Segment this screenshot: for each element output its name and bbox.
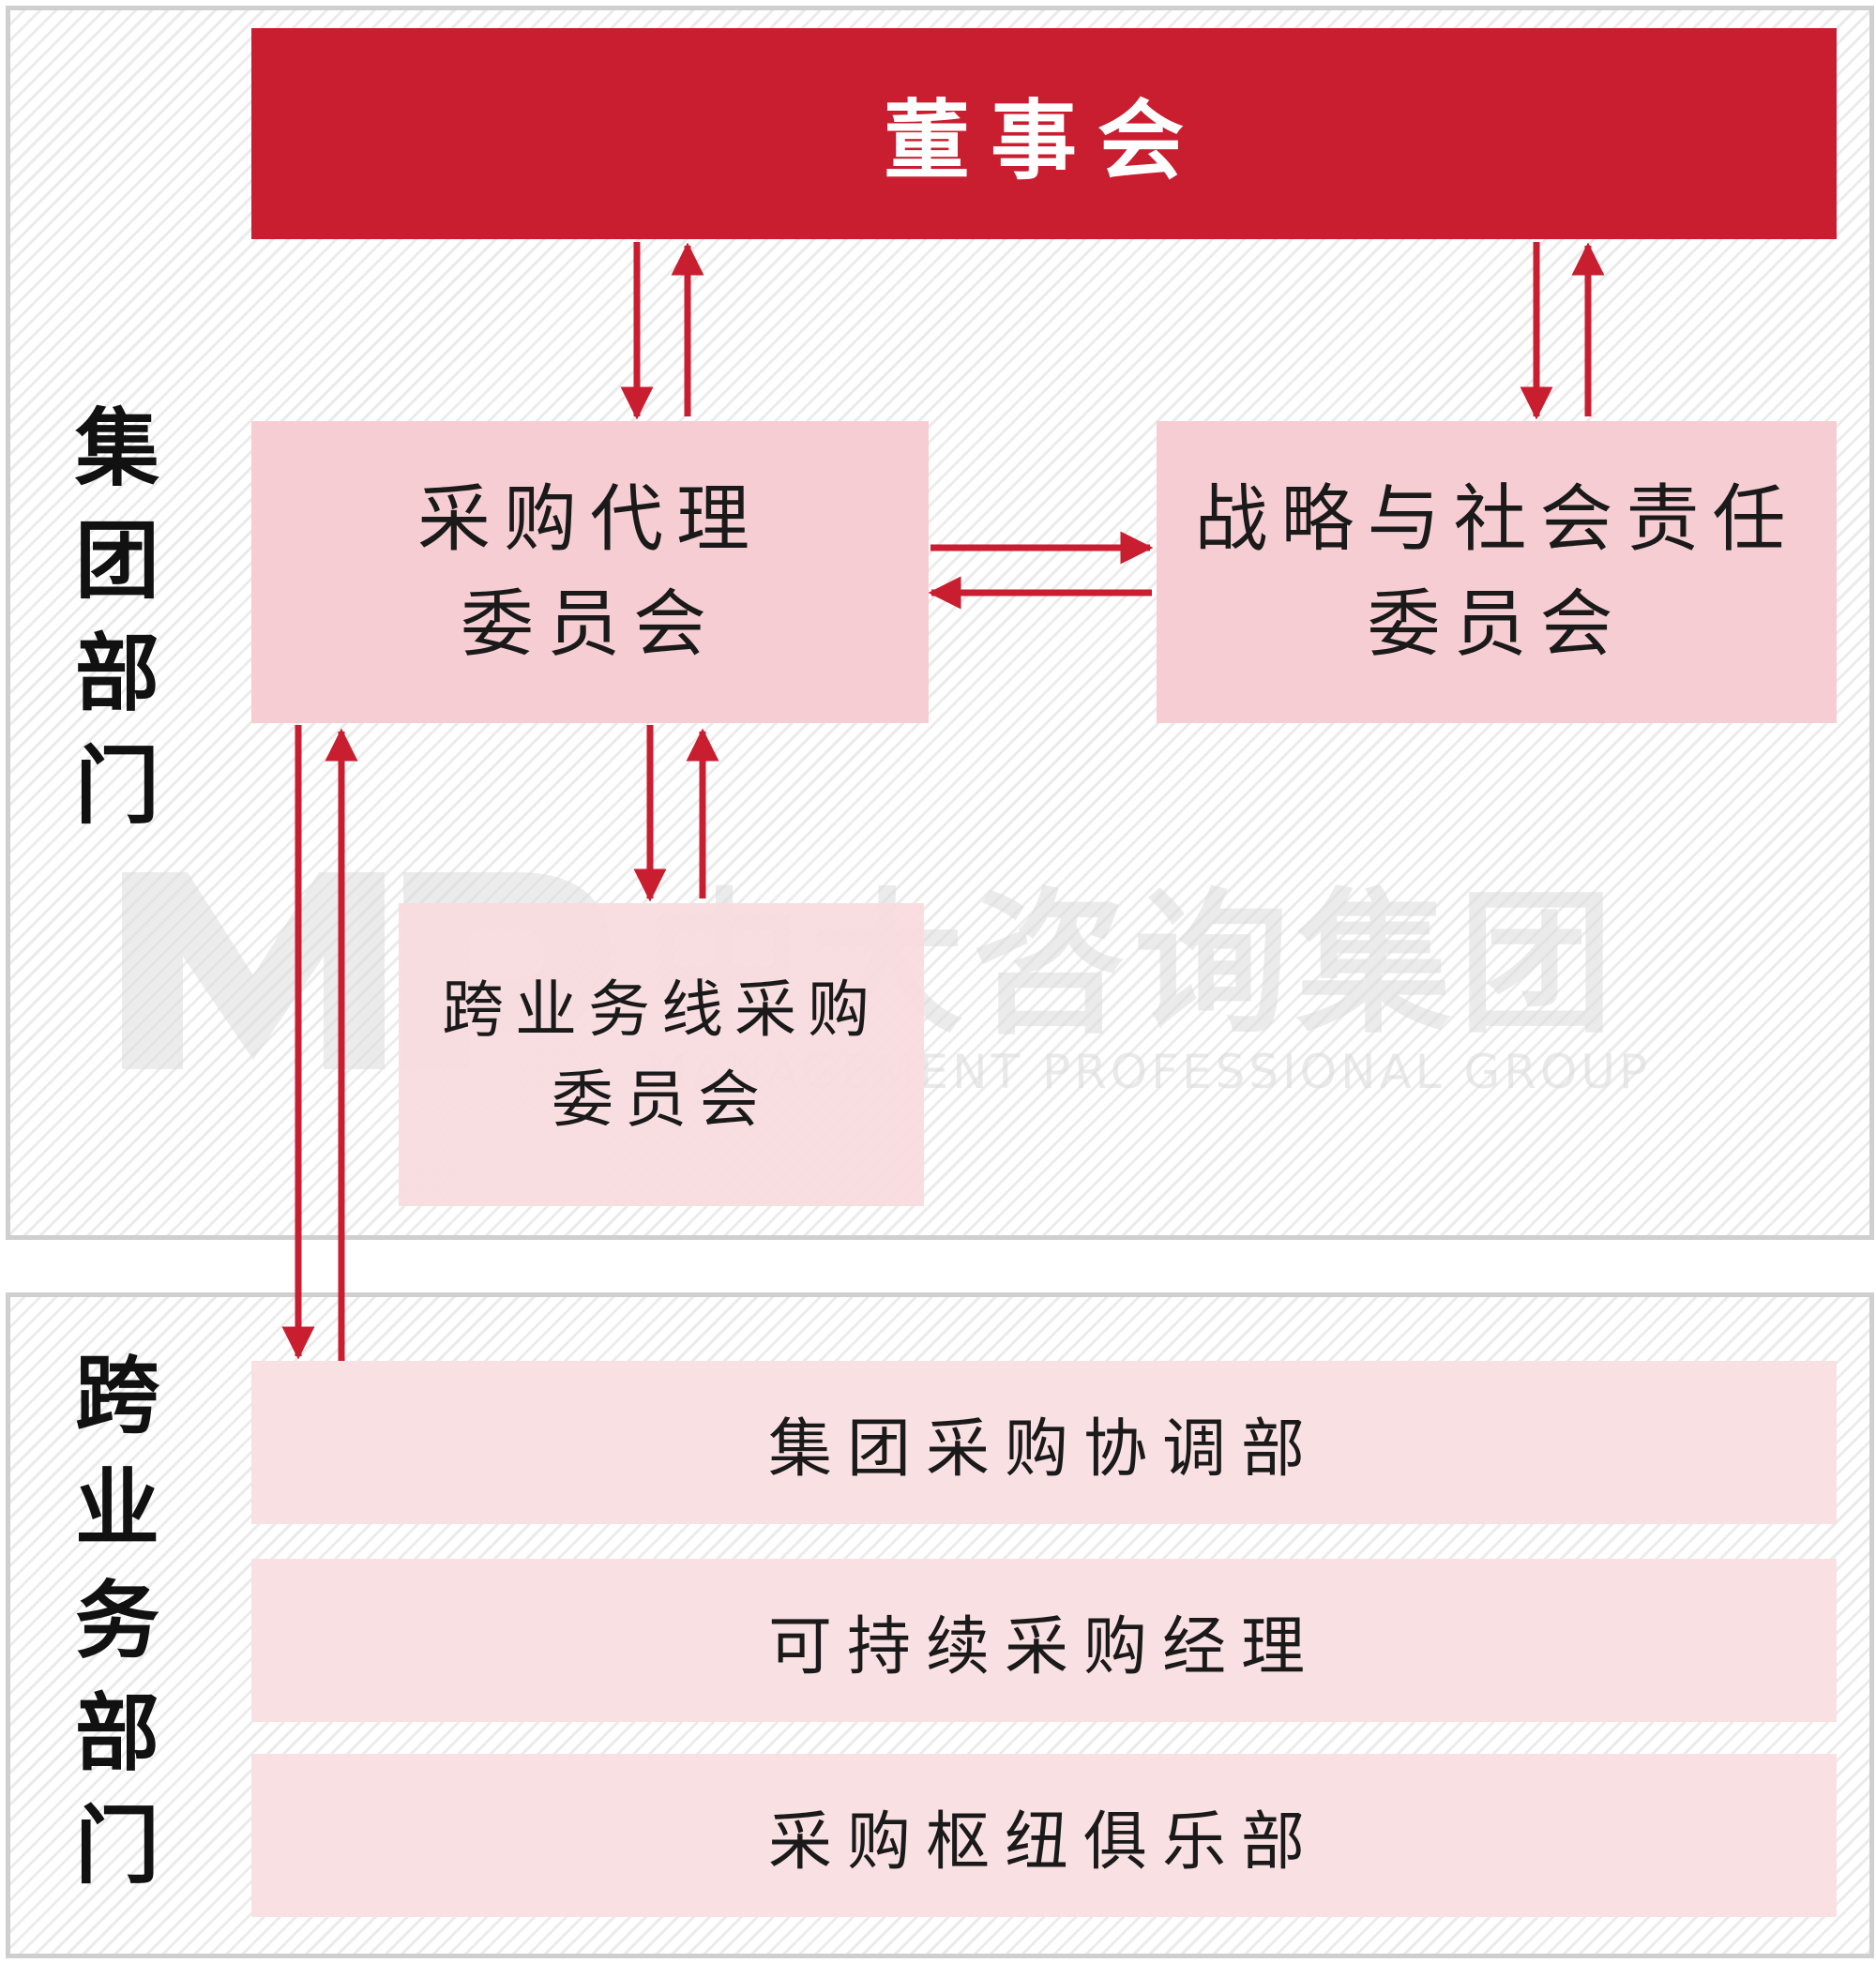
- strategy-csr-committee: 战略与社会责任 委员会: [1157, 421, 1837, 723]
- cross-business-procurement-committee: 跨业务线采购 委员会: [399, 903, 924, 1206]
- crossline-committee-label: 跨业务线采购 委员会: [442, 973, 881, 1136]
- procurement-committee-label: 采购代理 委员会: [416, 477, 763, 667]
- cross-business-departments-label: 跨业务部门: [60, 1351, 159, 1913]
- department-row: 可持续采购经理: [251, 1559, 1837, 1722]
- department-row: 采购枢纽俱乐部: [251, 1754, 1837, 1917]
- department-label: 可持续采购经理: [767, 1609, 1320, 1684]
- strategy-committee-label: 战略与社会责任 委员会: [1194, 477, 1799, 667]
- department-label: 采购枢纽俱乐部: [767, 1804, 1320, 1880]
- group-departments-label: 集团部门: [60, 403, 159, 853]
- board-label: 董事会: [883, 90, 1204, 191]
- board-of-directors: 董事会: [251, 28, 1837, 239]
- procurement-agent-committee: 采购代理 委员会: [251, 421, 929, 723]
- department-row: 集团采购协调部: [251, 1361, 1837, 1524]
- department-label: 集团采购协调部: [767, 1412, 1320, 1487]
